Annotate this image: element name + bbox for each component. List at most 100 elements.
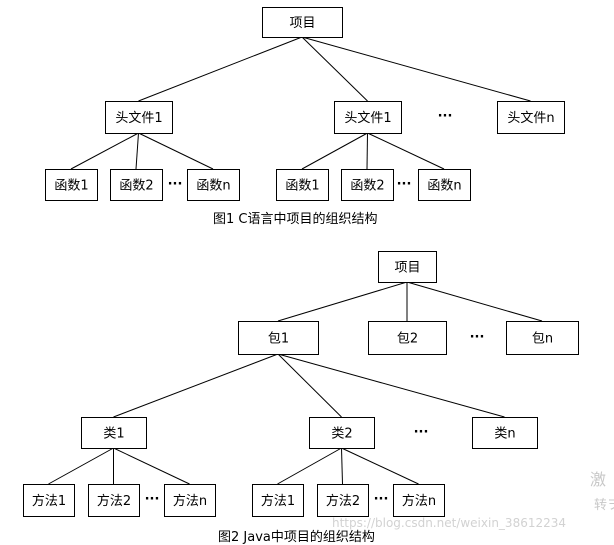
edge-root-hn [301, 36, 531, 102]
edge-h1-f1n [138, 132, 214, 170]
node-2-m11: 方法1 [23, 484, 75, 517]
node-box [88, 484, 140, 517]
node-box [238, 321, 319, 355]
node-label: 函数1 [54, 179, 88, 194]
node-label: 函数2 [119, 179, 153, 194]
edge-root-pn [406, 281, 543, 322]
node-box [276, 169, 329, 201]
node-box [334, 101, 402, 134]
edge-root-p1 [277, 281, 408, 322]
edge-p1-c1 [113, 353, 279, 418]
ellipsis-1-3: ··· [397, 177, 412, 192]
node-2-m21: 方法1 [252, 484, 304, 517]
ellipsis-2-4: ··· [374, 492, 389, 507]
node-1-f12: 函数2 [110, 169, 163, 201]
node-box [317, 484, 369, 517]
edge-p1-c2 [277, 353, 342, 418]
node-label: 头文件1 [344, 111, 391, 126]
node-2-cn: 类n [472, 417, 538, 449]
node-label: 函数n [427, 179, 461, 194]
edge-c2-m2n [341, 447, 419, 485]
node-2-c2: 类2 [309, 417, 375, 449]
edge-p1-cn [277, 353, 505, 418]
edge-c2-m22 [341, 447, 343, 485]
watermark-side-text-2: 转ヲ [594, 498, 614, 513]
node-2-m22: 方法2 [317, 484, 369, 517]
node-label: 方法n [173, 493, 207, 509]
ellipsis-1-2: ··· [168, 177, 183, 192]
node-label: 项目 [394, 261, 420, 276]
ellipsis-1-1: ··· [438, 109, 453, 124]
ellipsis-layer: ··· ··· ··· ··· ··· ··· ··· [145, 109, 485, 507]
node-1-f21: 函数1 [276, 169, 329, 201]
node-box [341, 169, 394, 201]
node-2-m12: 方法2 [88, 484, 140, 517]
node-label: 包1 [268, 332, 289, 347]
edge-h1-f12 [135, 132, 139, 170]
edge-h2-f2n [367, 132, 445, 170]
node-box [262, 7, 343, 38]
node-box [23, 484, 75, 517]
node-label: 头文件n [507, 111, 554, 126]
node-label: 函数n [196, 179, 230, 194]
node-box [164, 484, 216, 517]
watermark-url: https://blog.csdn.net/weixin_38612234 [332, 516, 567, 530]
edge-root-h2 [301, 36, 368, 102]
node-label: 方法1 [261, 493, 295, 509]
node-box [252, 484, 304, 517]
ellipsis-2-2: ··· [414, 425, 429, 440]
edge-h2-f21 [301, 132, 368, 170]
node-label: 函数2 [350, 179, 384, 194]
node-2-m1n: 方法n [164, 484, 216, 517]
node-box [506, 321, 579, 355]
node-1-f2n: 函数n [418, 169, 471, 201]
ellipsis-2-1: ··· [470, 330, 485, 345]
edge-c1-m1n [113, 447, 190, 485]
watermark-side-text-1: 激 [590, 470, 607, 489]
node-1-hn: 头文件n [497, 101, 565, 134]
node-2-m2n: 方法n [393, 484, 445, 517]
figure1-caption: 图1 C语言中项目的组织结构 [213, 212, 378, 227]
node-label: 类n [494, 427, 515, 442]
node-box [105, 101, 173, 134]
node-label: 方法1 [32, 493, 66, 509]
node-box [393, 484, 445, 517]
node-box [110, 169, 163, 201]
figure2-caption: 图2 Java中项目的组织结构 [218, 530, 375, 545]
node-label: 方法2 [97, 493, 131, 509]
node-label: 包2 [397, 332, 418, 347]
node-1-f22: 函数2 [341, 169, 394, 201]
node-label: 项目 [289, 16, 315, 31]
node-label: 类1 [103, 427, 124, 442]
node-label: 头文件1 [115, 111, 162, 126]
edges-layer [48, 36, 543, 485]
edge-c1-m11 [48, 447, 114, 485]
node-box [81, 417, 147, 449]
node-box [472, 417, 538, 449]
edge-root-h1 [138, 36, 303, 102]
node-1-f1n: 函数n [187, 169, 240, 201]
node-label: 包n [532, 332, 553, 347]
edge-h1-f11 [70, 132, 139, 170]
node-box [45, 169, 98, 201]
node-box [418, 169, 471, 201]
node-box [497, 101, 565, 134]
node-1-root: 项目 [262, 7, 343, 38]
node-2-c1: 类1 [81, 417, 147, 449]
node-2-root: 项目 [378, 251, 437, 283]
node-1-f11: 函数1 [45, 169, 98, 201]
node-box [378, 251, 437, 283]
edge-c2-m21 [277, 447, 342, 485]
node-label: 方法2 [326, 493, 360, 509]
ellipsis-2-3: ··· [145, 492, 160, 507]
node-2-p1: 包1 [238, 321, 319, 355]
edge-h2-f22 [366, 132, 368, 170]
node-box [187, 169, 240, 201]
node-label: 函数1 [285, 179, 319, 194]
node-label: 类2 [331, 427, 352, 442]
node-1-h1: 头文件1 [105, 101, 173, 134]
node-label: 方法n [402, 493, 436, 509]
node-2-p2: 包2 [368, 321, 447, 355]
